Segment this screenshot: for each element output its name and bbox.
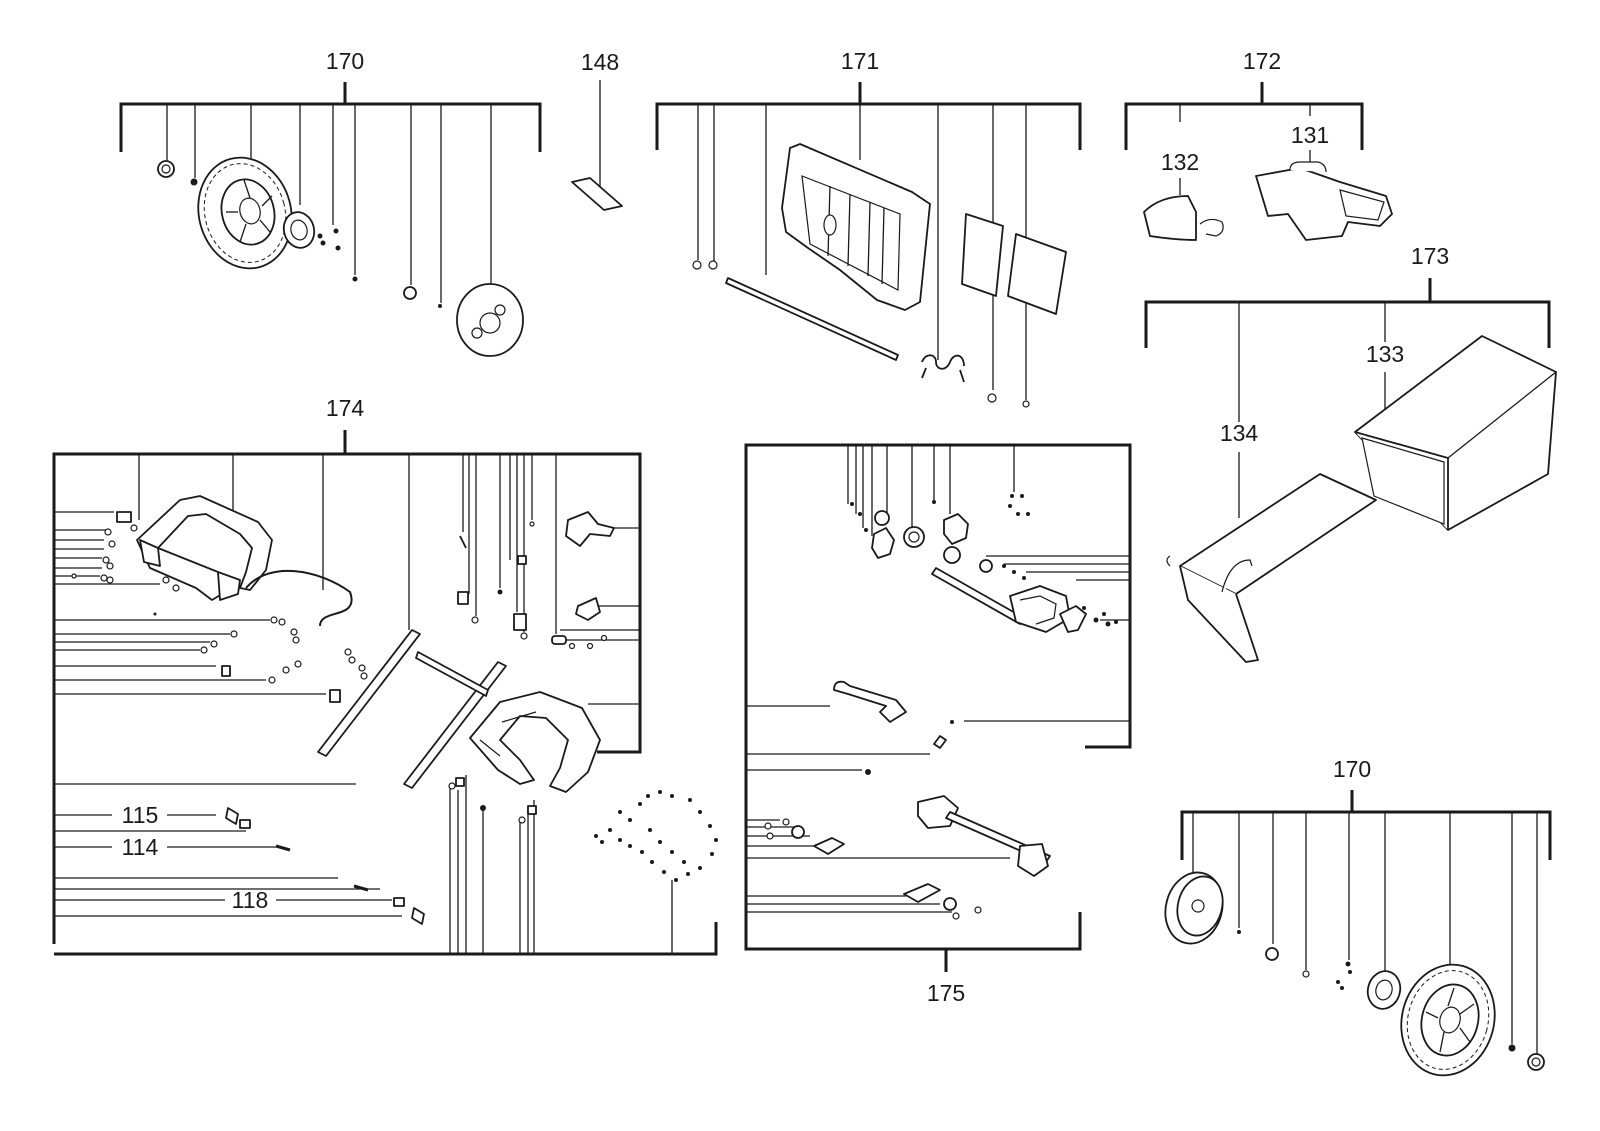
group-172-mulch-kit: 132 131 172 — [1124, 48, 1393, 241]
callout-171: 171 — [841, 48, 879, 74]
callout-132: 132 — [1161, 149, 1199, 175]
callout-170-rear: 170 — [1333, 756, 1371, 782]
callout-173: 173 — [1411, 243, 1449, 269]
callout-170-front: 170 — [326, 48, 364, 74]
callout-148: 148 — [581, 49, 619, 75]
group-170-rear-wheel-kit: 170 — [1164, 756, 1552, 1077]
callout-172: 172 — [1243, 48, 1281, 74]
callout-134: 134 — [1220, 420, 1259, 446]
callout-115: 115 — [122, 802, 159, 828]
callout-174: 174 — [326, 395, 365, 421]
group-175-drive-kit: 175 — [744, 443, 1132, 1006]
callout-133: 133 — [1366, 341, 1404, 367]
group-171-rear-flap-kit: 171 — [655, 48, 1082, 408]
group-173-grass-bag: 133 134 173 — [1144, 243, 1557, 663]
callout-114: 114 — [122, 834, 159, 860]
group-174-handle-kit: 174 115 114 118 — [52, 395, 718, 956]
callout-118: 118 — [232, 887, 269, 913]
group-170-front-wheel-kit: 170 — [119, 48, 542, 357]
callout-175: 175 — [927, 980, 965, 1006]
callout-131: 131 — [1291, 122, 1329, 148]
group-148-label: 148 — [571, 49, 623, 211]
